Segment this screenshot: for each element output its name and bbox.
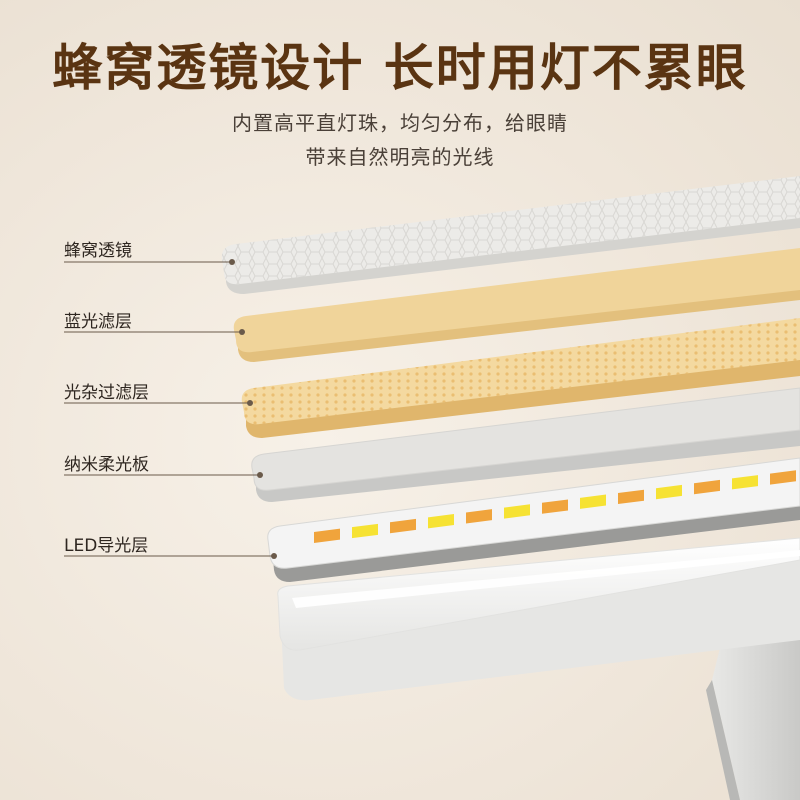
layer-label-led-light-guide: LED导光层 (64, 536, 149, 556)
layer-label-blue-light-filter: 蓝光滤层 (64, 312, 132, 332)
led-bead-icon (542, 499, 568, 514)
leader-lines (64, 259, 277, 559)
led-bead-icon (504, 504, 530, 519)
led-bead-icon (390, 518, 416, 534)
layer-label-honeycomb-lens: 蜂窝透镜 (64, 241, 132, 261)
led-beads (314, 470, 796, 543)
led-bead-icon (618, 489, 644, 505)
led-bead-icon (732, 475, 758, 490)
layer-label-stray-light-filter: 光杂过滤层 (64, 383, 149, 403)
nano-soft-light-panel (251, 387, 800, 502)
led-bead-icon (770, 470, 796, 485)
layer-label-nano-soft-light-panel: 纳米柔光板 (64, 455, 149, 475)
subtitle-line-2: 带来自然明亮的光线 (305, 145, 495, 169)
led-bead-icon (314, 528, 340, 543)
headline: 蜂窝透镜设计 长时用灯不累眼 (52, 39, 748, 97)
lamp-stand (706, 620, 800, 800)
led-bead-icon (428, 514, 454, 529)
stray-light-filter-layer (241, 318, 800, 438)
blue-light-filter-layer (233, 248, 800, 362)
led-light-guide-layer (267, 457, 800, 582)
led-bead-icon (352, 523, 378, 539)
led-bead-icon (656, 484, 682, 500)
subtitle-line-1: 内置高平直灯珠，均匀分布，给眼睛 (232, 111, 568, 135)
lamp-body (277, 537, 800, 701)
led-bead-icon (694, 479, 720, 495)
led-bead-icon (466, 509, 492, 524)
honeycomb-lens-layer (221, 176, 800, 294)
led-bead-icon (580, 494, 606, 509)
